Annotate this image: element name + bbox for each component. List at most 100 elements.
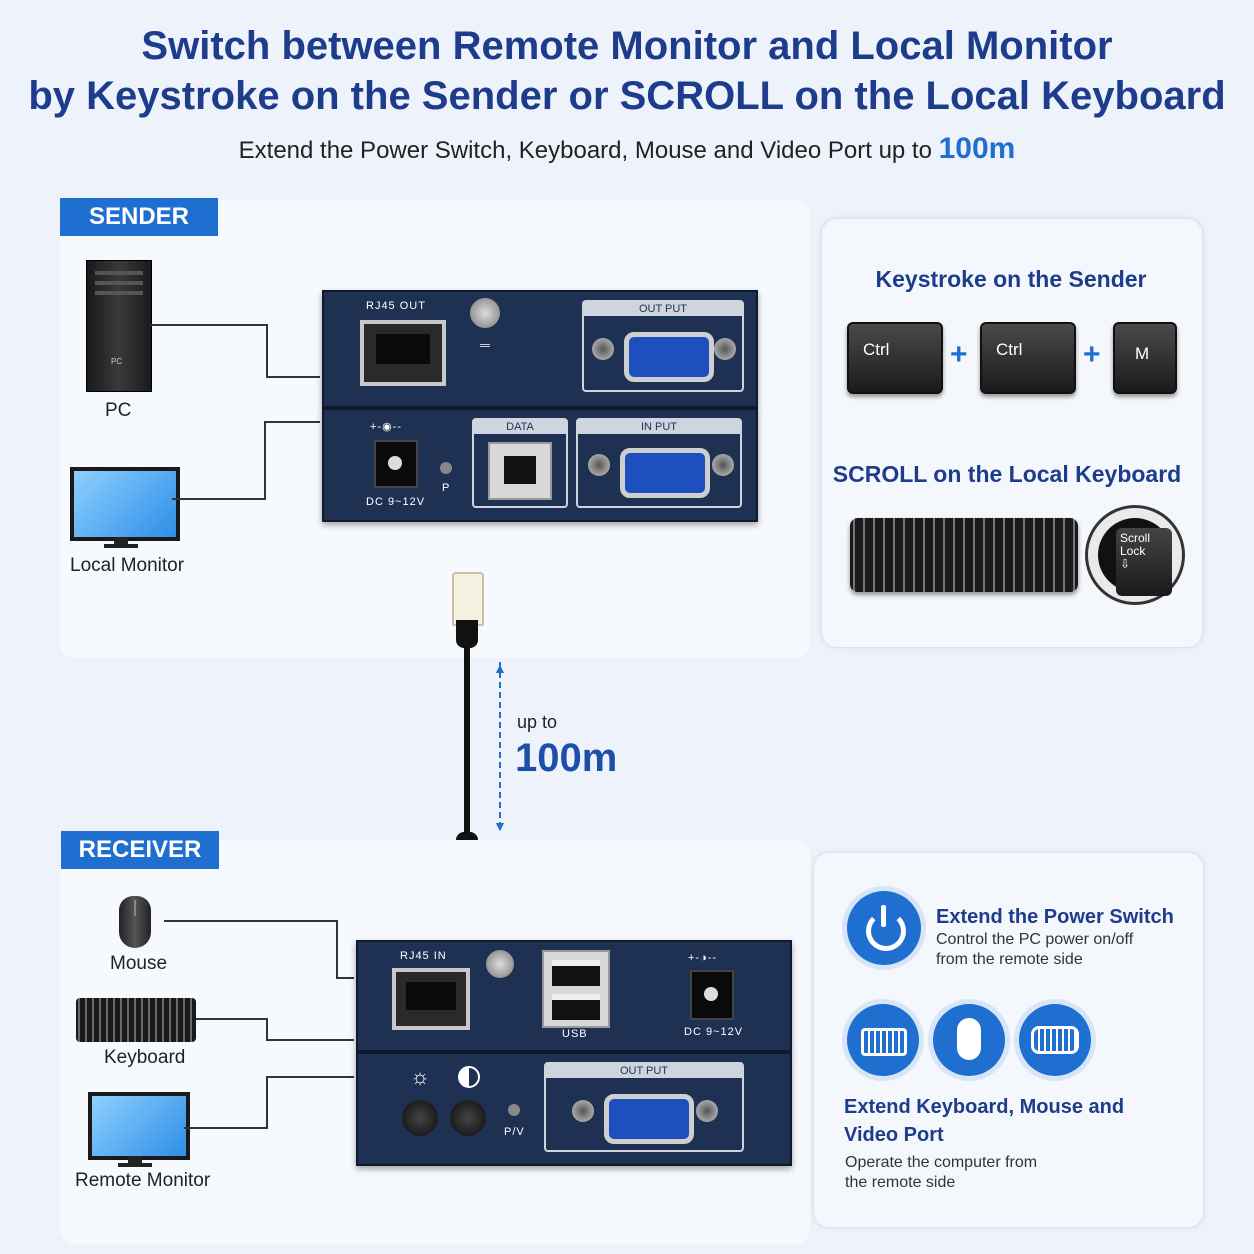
sender-bottom-unit: +-◉-- DC 9~12V P DATA IN PUT [322, 408, 758, 522]
arrow-up-icon: ▲ [493, 660, 507, 676]
pc-cable [150, 324, 268, 326]
power-desc-2: from the remote side [936, 951, 1083, 968]
keyboard-label: Keyboard [104, 1047, 186, 1068]
distance-arrow [499, 662, 501, 828]
dc-symbol: +-◉-- [370, 421, 403, 433]
vga-in-box: IN PUT [576, 418, 742, 508]
brightness-knob[interactable] [402, 1100, 438, 1136]
plus-sign-1: + [950, 338, 968, 371]
kmv-title-1: Extend Keyboard, Mouse and [844, 1096, 1125, 1118]
receiver-vga-screw-right [696, 1100, 718, 1122]
arrow-down-icon: ▼ [493, 818, 507, 834]
keyboard-icon [850, 518, 1078, 592]
receiver-bottom-unit: ☼ P/V OUT PUT [356, 1052, 792, 1166]
feature-keyboard-icon [847, 1004, 919, 1076]
contrast-knob[interactable] [450, 1100, 486, 1136]
mouse-cable-h [336, 977, 354, 979]
vga-screw-right [714, 338, 736, 360]
pc-case-label: PC [111, 357, 123, 366]
feature-mouse-icon [933, 1004, 1005, 1076]
plus-sign-2: + [1083, 338, 1101, 371]
vga-in-screw-left [588, 454, 610, 476]
mouse-icon [119, 896, 151, 948]
power-desc-1: Control the PC power on/off [936, 931, 1134, 948]
receiver-vga-port[interactable] [604, 1094, 694, 1144]
receiver-ground-screw-icon [486, 950, 514, 978]
ground-symbol-icon [480, 330, 490, 347]
remote-monitor-label: Remote Monitor [75, 1170, 211, 1191]
local-monitor-icon [70, 467, 180, 541]
keystroke-title: Keystroke on the Sender [875, 266, 1147, 292]
monitor-cable-v [264, 422, 266, 500]
keyboard-cable-h [266, 1039, 354, 1041]
scroll-lock-sub: ⇩ [1120, 557, 1131, 571]
up-to-label: up to [517, 712, 558, 732]
keyboard-cable-v [266, 1018, 268, 1040]
usb-label: USB [562, 1028, 588, 1040]
receiver-dc-symbol: +-◑-- [688, 952, 718, 964]
m-key: M [1113, 322, 1177, 394]
pv-led-icon [508, 1104, 520, 1116]
local-monitor-label: Local Monitor [70, 555, 185, 576]
subtitle: Extend the Power Switch, Keyboard, Mouse… [0, 132, 1254, 166]
brightness-icon: ☼ [410, 1064, 431, 1089]
kmv-desc-2: the remote side [845, 1174, 956, 1191]
sender-top-unit: RJ45 OUT OUT PUT [322, 290, 758, 408]
vga-out-port[interactable] [624, 332, 714, 382]
remote-monitor-cable-h [266, 1076, 354, 1078]
data-label: DATA [474, 420, 566, 434]
ctrl-key-1: Ctrl [847, 322, 943, 394]
mouse-cable-v [336, 920, 338, 978]
vga-screw-left [592, 338, 614, 360]
kmv-title-2: Video Port [844, 1124, 944, 1146]
pc-tower-icon: PC [86, 260, 152, 392]
usb-b-port[interactable] [488, 442, 552, 500]
dc-power-port[interactable] [374, 440, 418, 488]
vga-in-label: IN PUT [578, 420, 740, 434]
monitor-cable-h [264, 421, 320, 423]
monitor-base [104, 544, 138, 548]
contrast-icon [458, 1066, 480, 1088]
vga-in-screw-right [712, 454, 734, 476]
receiver-dc-label: DC 9~12V [684, 1026, 744, 1038]
rj45-in-label: RJ45 IN [400, 950, 447, 962]
vga-out-label: OUT PUT [584, 302, 742, 316]
receiver-top-unit: RJ45 IN USB +-◑-- DC 9~12V [356, 940, 792, 1052]
pv-label: P/V [504, 1126, 525, 1138]
sender-badge: SENDER [60, 198, 218, 236]
dc-label: DC 9~12V [366, 496, 426, 508]
receiver-vga-label: OUT PUT [546, 1064, 742, 1078]
receiver-dc-port[interactable] [690, 970, 734, 1020]
remote-monitor-cable-v [266, 1077, 268, 1129]
pc-label: PC [105, 400, 132, 421]
ctrl-key-2-label: Ctrl [996, 340, 1023, 359]
scroll-lock-key: Scroll Lock ⇩ [1116, 528, 1172, 596]
power-led-icon [440, 462, 452, 474]
pc-cable-h [266, 376, 320, 378]
scroll-lock-zoom: Scroll Lock ⇩ [1088, 508, 1182, 602]
ctrl-key-1-label: Ctrl [863, 340, 890, 359]
rj45-connector-top [452, 572, 484, 626]
remote-monitor-base [118, 1163, 152, 1167]
feature-vga-icon [1019, 1004, 1091, 1076]
distance-label: 100m [515, 736, 618, 780]
power-icon [847, 891, 921, 965]
title-line-1: Switch between Remote Monitor and Local … [141, 24, 1113, 68]
ground-screw-icon [470, 298, 500, 328]
remote-monitor-stand [128, 1156, 142, 1164]
rj45-out-label: RJ45 OUT [366, 300, 426, 312]
receiver-keyboard-icon [76, 998, 196, 1042]
rj45-out-port[interactable] [360, 320, 446, 386]
usb-a-ports[interactable] [542, 950, 610, 1028]
power-title: Extend the Power Switch [936, 906, 1174, 928]
data-box: DATA [472, 418, 568, 508]
scroll-lock-label: Scroll Lock [1120, 531, 1151, 558]
vga-in-port[interactable] [620, 448, 710, 498]
mouse-label: Mouse [110, 953, 168, 974]
scroll-title: SCROLL on the Local Keyboard [832, 461, 1182, 487]
monitor-cable [172, 498, 266, 500]
subtitle-text: Extend the Power Switch, Keyboard, Mouse… [238, 137, 932, 164]
ctrl-key-2: Ctrl [980, 322, 1076, 394]
rj45-in-port[interactable] [392, 968, 470, 1030]
cable-boot-top [456, 620, 478, 648]
